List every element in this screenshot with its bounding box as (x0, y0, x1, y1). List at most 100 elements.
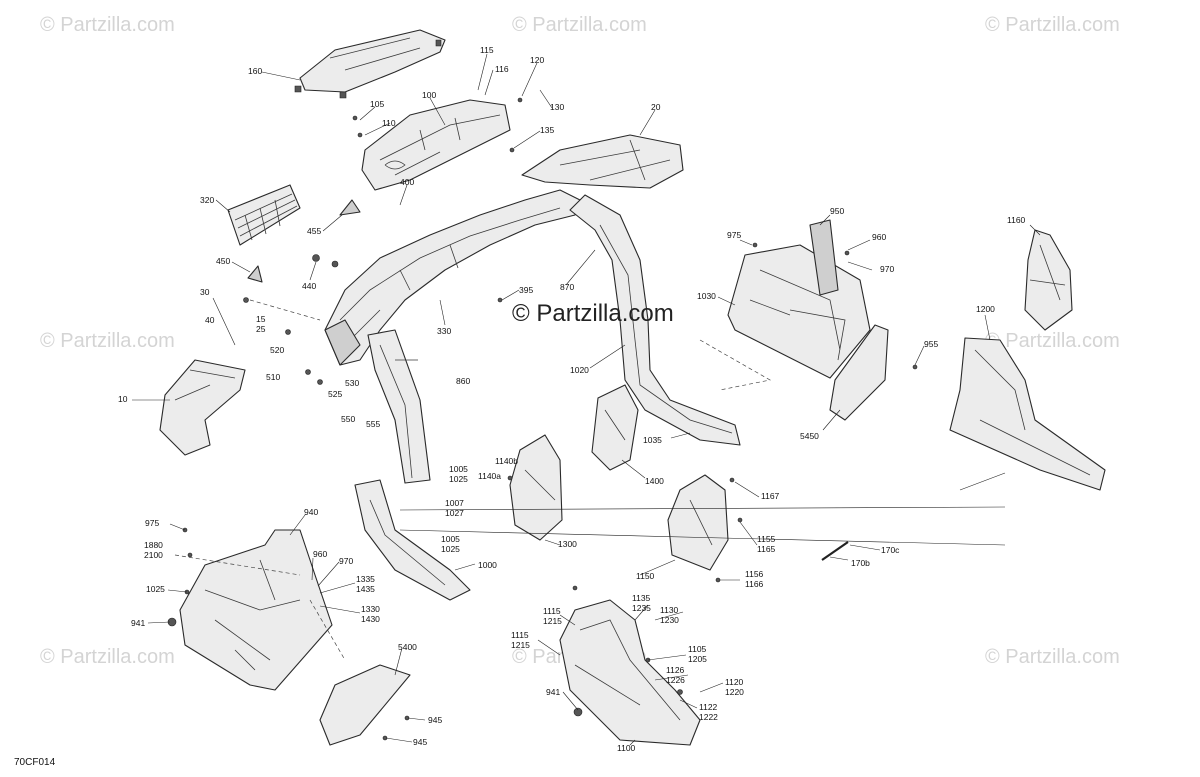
part-1030-floor-tray (727, 244, 871, 379)
callout-135: 135 (540, 125, 555, 135)
part-1160-side-panel (1024, 229, 1073, 331)
callout-1130-1230: 1130 1230 (660, 605, 679, 625)
callout-1122-1222: 1122 1222 (699, 702, 718, 722)
callout-115: 115 (480, 45, 494, 55)
callout-395: 395 (519, 285, 534, 295)
diagram-id: 70CF014 (14, 757, 56, 768)
callout-555: 555 (366, 419, 381, 429)
part-1150-inner-panel (667, 474, 729, 571)
part-1200-right-rocker (949, 337, 1106, 491)
part-1400-inner-panel (591, 384, 639, 471)
callout-950: 950 (830, 206, 845, 216)
watermark: © Partzilla.com (40, 646, 175, 668)
fastener-dots (167, 97, 918, 741)
callout-1135-1235: 1135 1235 (632, 593, 651, 613)
callout-941-left: 941 (131, 618, 146, 628)
callout-550: 550 (341, 414, 356, 424)
callout-100: 100 (422, 90, 437, 100)
callout-5400: 5400 (398, 642, 417, 652)
callout-440: 440 (302, 281, 317, 291)
callout-970-left: 970 (339, 556, 354, 566)
watermark: © Partzilla.com (40, 330, 175, 352)
callout-116: 116 (495, 64, 509, 74)
callout-870: 870 (560, 282, 575, 292)
part-455-trim (339, 199, 361, 216)
part-940-left-floor-tray (179, 529, 333, 691)
callout-1115-1215-upper: 1115 1215 (543, 606, 562, 626)
callout-960-right: 960 (872, 232, 887, 242)
callout-1035: 1035 (643, 435, 662, 445)
callout-1025: 1025 (146, 584, 165, 594)
callout-1140a: 1140a (478, 471, 502, 481)
leader-lines (132, 53, 1041, 746)
part-320-grille (227, 184, 301, 246)
callout-40: 40 (205, 315, 215, 325)
callout-1140b: 1140b (495, 456, 519, 466)
watermark: © Partzilla.com (512, 14, 647, 36)
callout-15-25: 15 25 (256, 314, 266, 334)
watermark: © Partzilla.com (985, 646, 1120, 668)
callout-530: 530 (345, 378, 360, 388)
callout-1005-1025-lower: 1005 1025 (441, 534, 460, 554)
callout-10: 10 (118, 394, 128, 404)
callout-945-lower: 945 (413, 737, 428, 747)
callout-20: 20 (651, 102, 661, 112)
callout-1115-1215-lower: 1115 1215 (511, 630, 530, 650)
callout-160: 160 (248, 66, 263, 76)
callout-320: 320 (200, 195, 215, 205)
callout-1400: 1400 (645, 476, 664, 486)
part-5450-bracket (829, 324, 889, 421)
callout-1155-1165: 1155 1165 (757, 534, 776, 554)
callout-1160: 1160 (1007, 215, 1026, 225)
callout-1156-1166: 1156 1166 (745, 569, 764, 589)
watermark: © Partzilla.com (985, 330, 1120, 352)
callout-510: 510 (266, 372, 281, 382)
callout-1007-1027: 1007 1027 (445, 498, 464, 518)
part-870-right-arch (569, 194, 741, 446)
callout-1126-1226: 1126 1226 (666, 665, 685, 685)
callout-975-left: 975 (145, 518, 160, 528)
callout-1200: 1200 (976, 304, 995, 314)
callout-1335-1435: 1335 1435 (356, 574, 375, 594)
part-100-dash-panel (361, 99, 511, 191)
callout-945-upper: 945 (428, 715, 443, 725)
part-170-bolt (821, 541, 849, 561)
part-10-front-bumper (159, 359, 246, 456)
part-1000-left-rocker (354, 479, 471, 601)
center-watermark: © Partzilla.com (512, 300, 674, 327)
callout-330: 330 (437, 326, 452, 336)
callout-941-right: 941 (546, 687, 561, 697)
callout-940: 940 (304, 507, 319, 517)
callout-525: 525 (328, 389, 343, 399)
callout-30: 30 (200, 287, 210, 297)
callout-1005-1025-upper: 1005 1025 (449, 464, 468, 484)
callout-130: 130 (550, 102, 565, 112)
callout-400: 400 (400, 177, 415, 187)
callout-1100: 1100 (617, 743, 636, 753)
part-1100-inner-rocker (559, 599, 701, 746)
callout-1300: 1300 (558, 539, 577, 549)
part-450-trim (247, 265, 263, 283)
callout-1000: 1000 (478, 560, 497, 570)
callout-975-right: 975 (727, 230, 742, 240)
callout-1330-1430: 1330 1430 (361, 604, 380, 624)
callout-960-left: 960 (313, 549, 328, 559)
part-1300-inner-panel (509, 434, 563, 541)
callout-860: 860 (456, 376, 471, 386)
callout-1120-1220: 1120 1220 (725, 677, 744, 697)
part-860-left-pillar (367, 329, 431, 484)
callout-110: 110 (382, 118, 396, 128)
callout-970-right: 970 (880, 264, 895, 274)
part-5400-bracket (319, 664, 411, 746)
watermark: © Partzilla.com (985, 14, 1120, 36)
callout-1167: 1167 (761, 491, 780, 501)
callout-1150: 1150 (636, 571, 655, 581)
part-400-main-frame (324, 189, 581, 366)
part-160-top-cover (294, 29, 446, 99)
callout-105: 105 (370, 99, 385, 109)
callout-5450: 5450 (800, 431, 819, 441)
callout-170c: 170c (881, 545, 900, 555)
watermark: © Partzilla.com (40, 14, 175, 36)
callout-1030: 1030 (697, 291, 716, 301)
part-20-hood-panel (521, 134, 684, 189)
